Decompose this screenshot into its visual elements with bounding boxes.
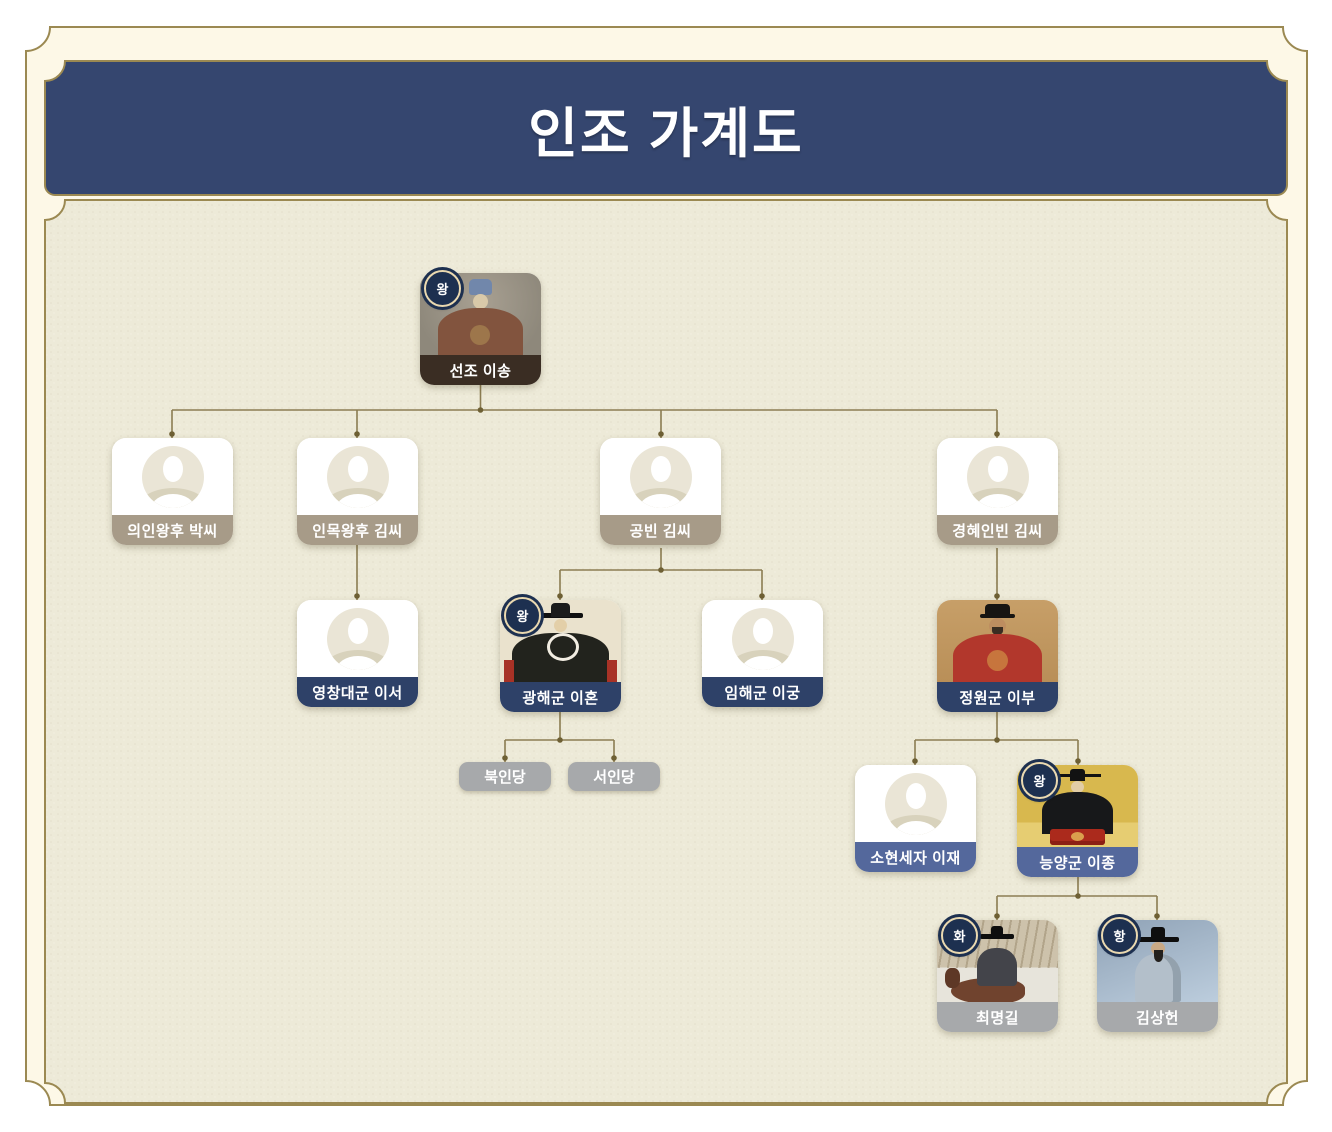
node-label-gongbin: 공빈 김씨 [600,515,721,545]
node-card-jeongwon: 정원군 이부 [937,600,1058,712]
horse-head-shape [945,968,960,988]
hat-brim-shape [980,934,1014,939]
node-label-seonjo: 선조 이송 [420,355,541,385]
avatar-placeholder [297,438,418,515]
king-badge: 왕 [424,270,461,307]
node-card-inmok: 인목왕후 김씨 [297,438,418,545]
rider-body-shape [977,948,1017,986]
robe-emblem-shape [470,325,490,345]
node-card-sohyeon: 소현세자 이재 [855,765,976,872]
hat-shape [551,603,570,617]
node-label-choemyeonggil: 최명길 [937,1002,1058,1032]
node-card-choemyeonggil: 화 최명길 [937,917,1058,1032]
title-banner: 인조 가계도 [45,61,1287,195]
hang-badge: 항 [1101,917,1138,954]
hwa-badge: 화 [941,917,978,954]
king-badge: 왕 [504,597,541,634]
avatar-placeholder [702,600,823,677]
node-label-inmok: 인목왕후 김씨 [297,515,418,545]
hat-shape [1070,769,1085,781]
avatar-placeholder [937,438,1058,515]
robe-emblem-shape [987,650,1008,671]
face-shape [1071,781,1084,793]
hat-shape [1151,927,1165,938]
page-title: 인조 가계도 [528,103,804,164]
person-icon [326,445,389,508]
person-icon [326,607,389,670]
hat-brim-shape [1137,937,1179,942]
node-label-uiin: 의인왕후 박씨 [112,515,233,545]
portrait-jeongwon-image [937,600,1058,682]
node-label-neungyang: 능양군 이종 [1017,847,1138,877]
king-badge: 왕 [1021,762,1058,799]
chair-shape [607,660,617,682]
face-shape [554,619,567,632]
table-ornament-shape [1071,832,1084,841]
node-pill-bukindang: 북인당 [459,762,551,791]
node-card-uiin: 의인왕후 박씨 [112,438,233,545]
person-icon [629,445,692,508]
person-icon [141,445,204,508]
beard-shape [1154,950,1163,962]
node-label-yeongchang: 영창대군 이서 [297,677,418,707]
person-icon [966,445,1029,508]
node-label-gwanghae: 광해군 이혼 [500,682,621,712]
robe-shape [1042,792,1113,834]
node-card-seonjo: 왕 선조 이송 [420,270,541,385]
node-label-sohyeon: 소현세자 이재 [855,842,976,872]
avatar-placeholder [297,600,418,677]
hat-brim-shape [980,614,1015,618]
hat-shape [991,926,1003,935]
node-card-imhae: 임해군 이궁 [702,600,823,707]
node-label-imhae: 임해군 이궁 [702,677,823,707]
face-shape [473,294,488,309]
chair-shape [504,660,514,682]
node-card-gyeonghyeinbin: 경혜인빈 김씨 [937,438,1058,545]
robe-shape [438,308,523,355]
node-card-gongbin: 공빈 김씨 [600,438,721,545]
hat-shape [469,279,492,295]
beard-shape [992,627,1003,635]
node-pill-seoindang: 서인당 [568,762,660,791]
node-card-neungyang: 왕 능양군 이종 [1017,762,1138,877]
avatar-placeholder [600,438,721,515]
node-label-jeongwon: 정원군 이부 [937,682,1058,712]
node-card-yeongchang: 영창대군 이서 [297,600,418,707]
person-icon [884,772,947,835]
node-card-kimsangheon: 항 김상헌 [1097,917,1218,1032]
avatar-placeholder [855,765,976,842]
avatar-placeholder [112,438,233,515]
node-card-gwanghae: 왕 광해군 이혼 [500,597,621,712]
person-icon [731,607,794,670]
figure-body-shape [1135,954,1181,1002]
node-label-kimsangheon: 김상헌 [1097,1002,1218,1032]
node-label-gyeonghyeinbin: 경혜인빈 김씨 [937,515,1058,545]
hat-shape [985,604,1010,616]
bead-necklace-shape [547,633,579,661]
